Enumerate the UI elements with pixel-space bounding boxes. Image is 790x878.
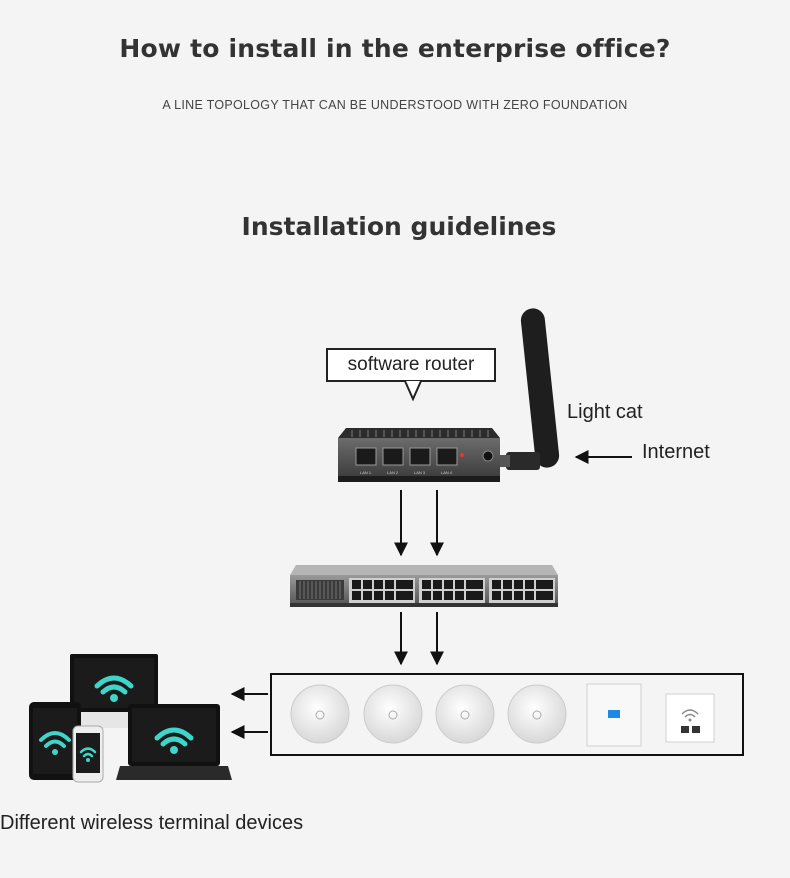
ceiling-ap-icon [507, 684, 567, 744]
router-port-label: LAN 1 [360, 470, 372, 475]
light-cat-label: Light cat [567, 401, 643, 423]
router-port-label: LAN 4 [441, 470, 453, 475]
antenna-icon [500, 308, 560, 470]
page-title: How to install in the enterprise office? [119, 34, 671, 63]
tablet-icon [29, 702, 81, 780]
wall-ap-icon [586, 683, 642, 747]
internet-label: Internet [642, 441, 710, 463]
router-port-label: LAN 2 [387, 470, 399, 475]
ceiling-ap-icon [435, 684, 495, 744]
network-switch-icon [290, 565, 558, 607]
access-point-frame [270, 673, 744, 756]
router-port-label: LAN 3 [414, 470, 426, 475]
devices-label: Different wireless terminal devices [0, 812, 304, 834]
monitor-icon [70, 654, 158, 728]
access-points-group [290, 683, 715, 747]
router-callout: software router [326, 348, 496, 382]
callout-pointer [404, 381, 422, 401]
page-subtitle: A LINE TOPOLOGY THAT CAN BE UNDERSTOOD W… [162, 98, 628, 112]
ceiling-ap-icon [290, 684, 350, 744]
section-title: Installation guidelines [241, 212, 557, 241]
panel-ap-icon [665, 693, 715, 743]
phone-icon [72, 725, 104, 783]
ceiling-ap-icon [363, 684, 423, 744]
software-router-icon: LAN 1 LAN 2 LAN 3 LAN 4 [338, 428, 500, 482]
laptop-icon [116, 704, 232, 780]
